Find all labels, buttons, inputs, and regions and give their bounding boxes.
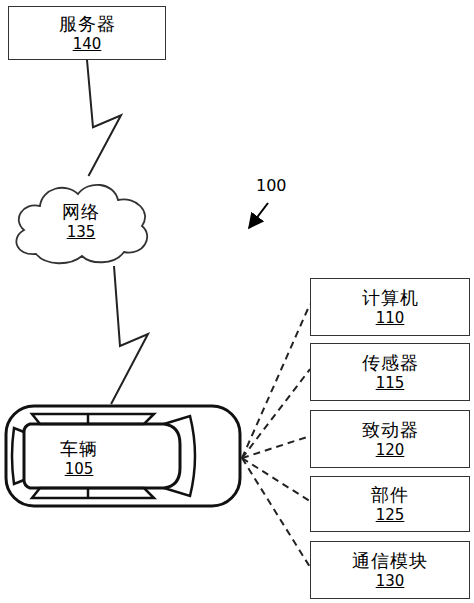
node-text-group: 通信模块130: [311, 542, 469, 598]
wireless-link: [87, 60, 121, 176]
server-box: 服务器140: [8, 6, 166, 60]
node-text-group: 网络135: [6, 176, 156, 266]
dashed-connector: [242, 458, 310, 501]
node-title: 致动器: [362, 419, 419, 441]
component-box: 计算机110: [310, 278, 470, 336]
node-text-group: 车辆105: [34, 430, 124, 486]
dashed-connector: [242, 458, 310, 567]
node-title: 车辆: [60, 438, 98, 460]
dashed-connector: [242, 436, 310, 458]
callout-number: 120: [376, 441, 405, 460]
callout-number: 105: [65, 460, 94, 479]
dashed-connector: [242, 304, 310, 458]
node-title: 部件: [371, 484, 409, 506]
node-title: 通信模块: [352, 550, 428, 572]
node-title: 网络: [62, 201, 100, 223]
node-title: 传感器: [362, 352, 419, 374]
node-title: 服务器: [59, 13, 116, 35]
component-box: 致动器120: [310, 410, 470, 468]
vehicle-shape: 车辆105: [4, 404, 242, 508]
reference-arrow: [249, 203, 268, 228]
callout-number: 135: [67, 223, 96, 242]
node-text-group: 服务器140: [9, 7, 165, 59]
node-text-group: 计算机110: [311, 279, 469, 335]
dashed-connector: [242, 369, 310, 458]
callout-number: 130: [376, 572, 405, 591]
node-text-group: 传感器115: [311, 344, 469, 400]
callout-number: 125: [376, 506, 405, 525]
wireless-link: [111, 266, 148, 404]
callout-number: 110: [376, 309, 405, 328]
component-box: 传感器115: [310, 343, 470, 401]
node-title: 计算机: [362, 287, 419, 309]
component-box: 部件125: [310, 476, 470, 532]
network-cloud: 网络135: [6, 176, 156, 266]
callout-number: 140: [73, 35, 102, 54]
node-text-group: 部件125: [311, 477, 469, 531]
car-outline: [4, 404, 242, 508]
callout-number: 115: [376, 374, 405, 393]
node-text-group: 致动器120: [311, 411, 469, 467]
component-box: 通信模块130: [310, 541, 470, 599]
reference-number: 100: [256, 176, 287, 195]
